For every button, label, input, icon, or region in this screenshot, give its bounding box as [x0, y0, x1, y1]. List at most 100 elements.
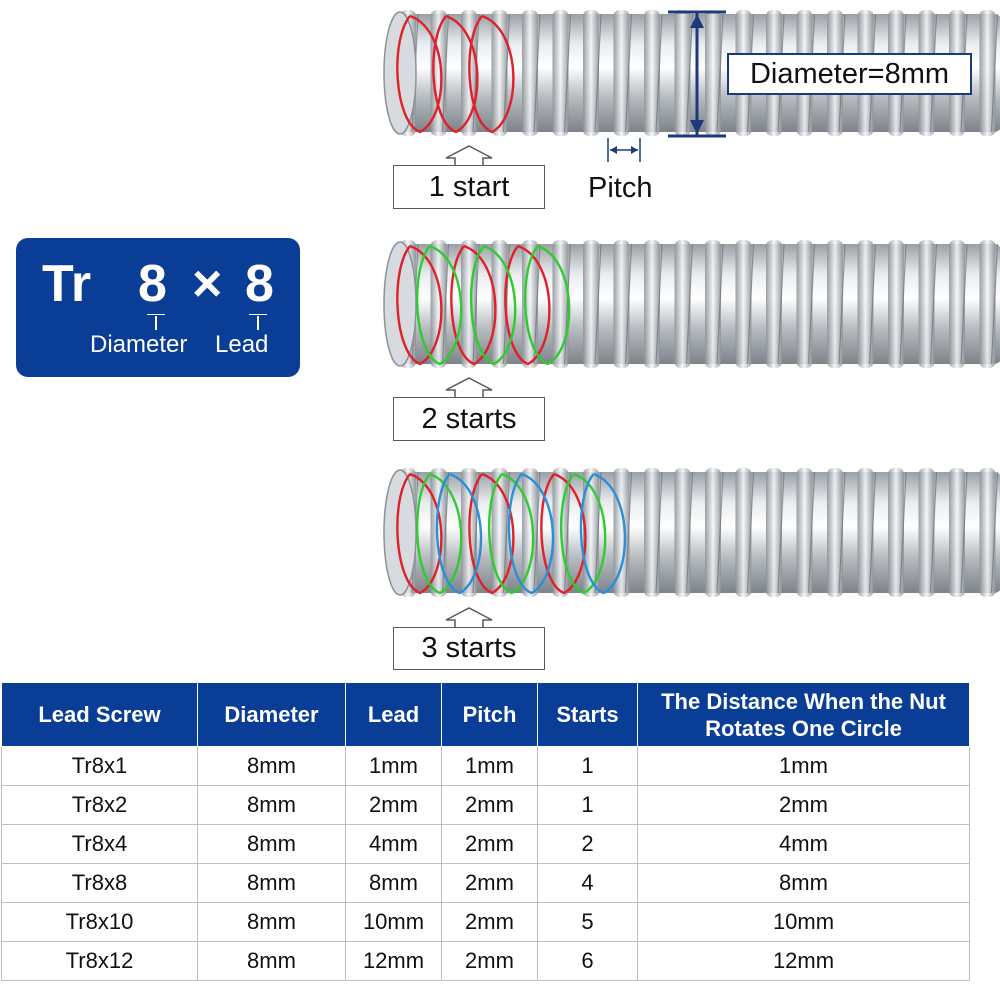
thread-groove: [624, 13, 633, 133]
diameter-bracket-bar: [147, 314, 165, 315]
thread-crest: [766, 468, 782, 597]
cell-lead-screw: Tr8x12: [1, 941, 198, 981]
thread-crest: [461, 240, 477, 368]
header-pitch: Pitch: [441, 682, 538, 747]
thread-crest: [674, 240, 691, 368]
screw-1-start: [383, 10, 1000, 136]
helix-thread-1: [468, 14, 515, 134]
screw-2-starts: [383, 240, 1000, 368]
helix-thread-2: [488, 472, 535, 595]
label-3-starts: 3 starts: [393, 627, 545, 670]
thread-groove: [655, 243, 663, 365]
helix-thread-1: [396, 472, 443, 595]
thread-groove: [807, 243, 816, 365]
thread-groove: [716, 243, 724, 365]
helix-thread-2: [416, 472, 463, 595]
thread-crest: [522, 240, 538, 368]
helix-thread-1: [396, 244, 443, 366]
thread-groove: [838, 243, 846, 365]
thread-crest: [979, 10, 996, 136]
cell-distance: 2mm: [637, 785, 970, 825]
thread-crest: [583, 240, 599, 368]
thread-groove: [563, 13, 572, 133]
screw-end-face: [383, 11, 417, 135]
cell-diameter: 8mm: [197, 746, 346, 786]
cell-diameter: 8mm: [197, 941, 346, 981]
label-1-start: 1 start: [393, 165, 545, 209]
cell-pitch: 2mm: [441, 824, 538, 864]
thread-crest: [766, 240, 782, 368]
pointer-arrow: [445, 377, 493, 398]
helix-thread-3: [579, 472, 627, 595]
thread-groove: [807, 471, 816, 594]
header-lead-screw: Lead Screw: [1, 682, 198, 747]
lead-screw-diagram: Diameter=8mm Pitch 1 start 2 starts 3 st…: [383, 10, 1000, 670]
cell-pitch: 2mm: [441, 941, 538, 981]
thread-groove: [502, 471, 511, 594]
cell-lead: 10mm: [345, 902, 442, 942]
badge-diameter-value: 8: [138, 255, 167, 313]
cell-starts: 2: [537, 824, 638, 864]
thread-crest: [583, 10, 599, 136]
thread-crest: [644, 240, 660, 368]
thread-groove: [929, 243, 938, 365]
screw-end-face: [383, 469, 417, 596]
cell-pitch: 2mm: [441, 902, 538, 942]
thread-groove: [990, 471, 999, 594]
cell-starts: 6: [537, 941, 638, 981]
badge-times-sign: ×: [192, 255, 223, 313]
header-starts: Starts: [537, 682, 638, 747]
thread-crest: [491, 10, 508, 136]
diameter-annotation: Diameter=8mm: [727, 53, 972, 95]
cell-lead-screw: Tr8x8: [1, 863, 198, 903]
cell-pitch: 1mm: [441, 746, 538, 786]
label-2-starts: 2 starts: [393, 397, 545, 441]
thread-crest: [613, 240, 630, 368]
cell-lead: 2mm: [345, 785, 442, 825]
cell-lead-screw: Tr8x1: [1, 746, 198, 786]
thread-groove: [685, 243, 694, 365]
diameter-dimension: [668, 10, 726, 138]
thread-crest: [735, 240, 752, 368]
diameter-bracket-stem: [155, 316, 157, 330]
thread-crest: [979, 468, 996, 597]
helix-thread-2: [469, 244, 517, 366]
thread-groove: [594, 243, 602, 365]
thread-crest: [949, 240, 965, 368]
helix-thread-2: [523, 244, 571, 366]
thread-crest: [552, 240, 569, 368]
thread-groove: [960, 243, 968, 365]
thread-groove: [441, 243, 450, 365]
thread-groove: [472, 243, 480, 365]
thread-crest: [705, 468, 721, 597]
badge-diameter-label: Diameter: [90, 331, 188, 358]
thread-crest: [644, 10, 660, 136]
thread-crest: [796, 240, 813, 368]
start-pointers: [445, 145, 493, 628]
thread-crest: [857, 240, 874, 368]
thread-groove: [594, 13, 602, 133]
thread-crest: [888, 240, 904, 368]
badge-prefix: Tr: [42, 255, 92, 313]
thread-crest: [888, 468, 904, 597]
pitch-annotation: Pitch: [588, 172, 653, 204]
cell-lead-screw: Tr8x2: [1, 785, 198, 825]
cell-distance: 12mm: [637, 941, 970, 981]
thread-groove: [533, 471, 541, 594]
helix-thread-1: [540, 472, 587, 595]
cell-starts: 4: [537, 863, 638, 903]
thread-crest: [827, 240, 843, 368]
cell-lead: 8mm: [345, 863, 442, 903]
thread-crest: [857, 468, 874, 597]
thread-groove: [594, 471, 602, 594]
cell-starts: 1: [537, 746, 638, 786]
cell-pitch: 2mm: [441, 785, 538, 825]
thread-groove: [777, 243, 785, 365]
thread-groove: [563, 243, 572, 365]
helix-thread-2: [415, 244, 463, 366]
thread-groove: [502, 13, 511, 133]
thread-crest: [918, 240, 935, 368]
pointer-arrow: [445, 145, 493, 166]
pointer-arrow: [445, 607, 493, 628]
thread-crest: [552, 10, 569, 136]
